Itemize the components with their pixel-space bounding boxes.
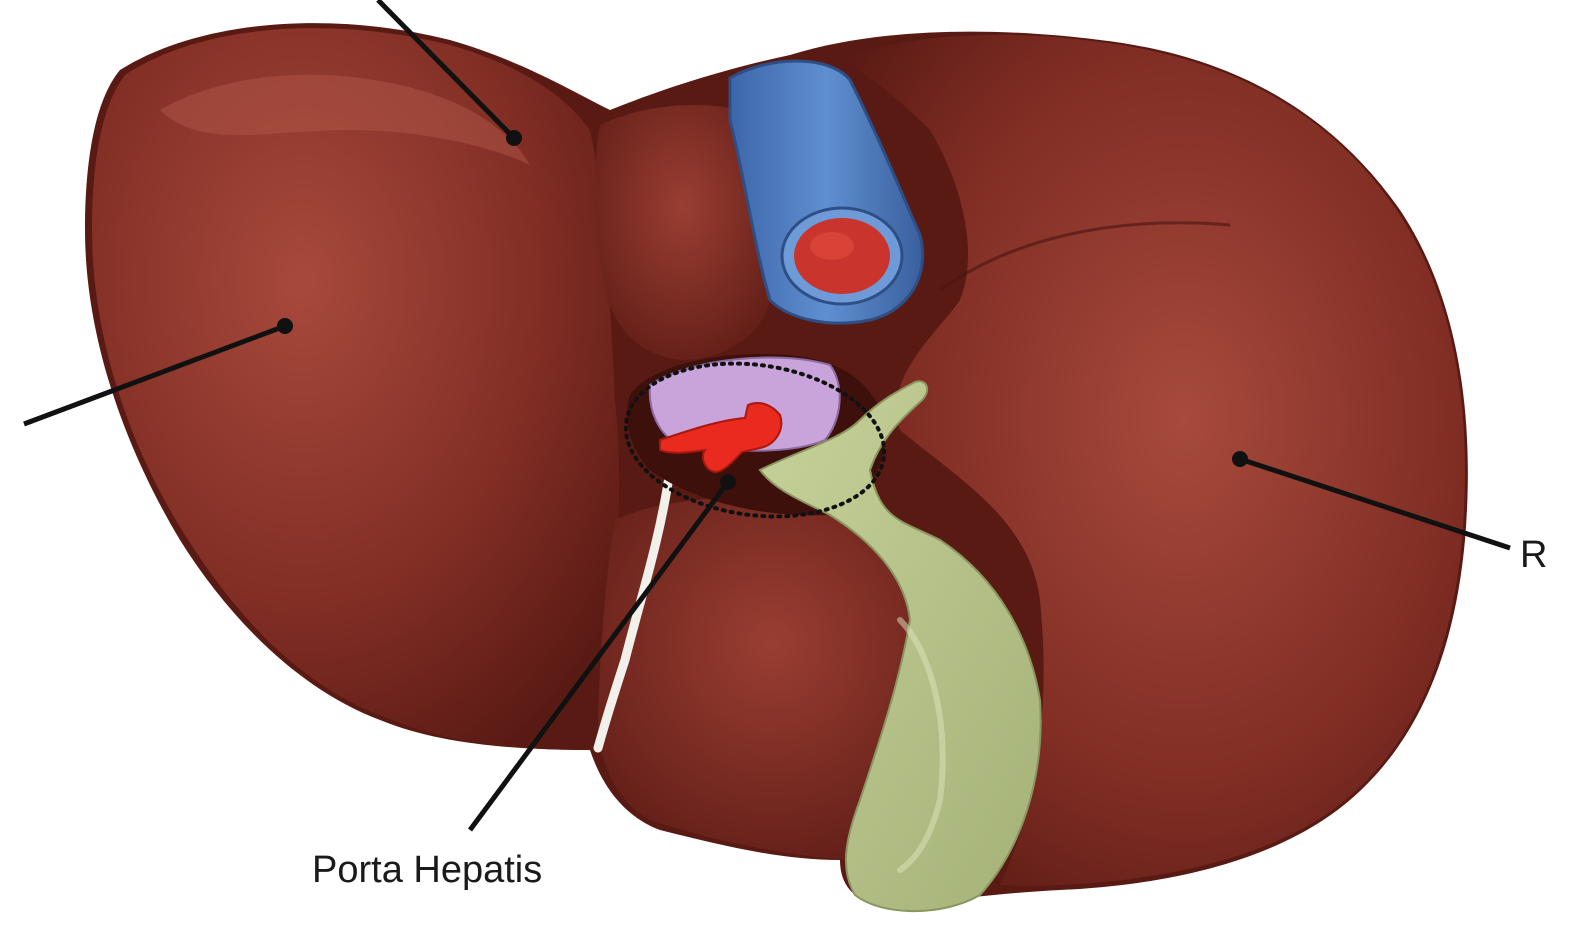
leader-dot-left <box>277 318 293 334</box>
leader-dot-top <box>506 130 522 146</box>
leader-dot-porta-hepatis <box>720 474 736 490</box>
leader-dot-right <box>1232 451 1248 467</box>
left-lobe <box>92 28 619 750</box>
label-right-truncated: R <box>1520 536 1547 574</box>
vena-cava-lumen-shine <box>810 232 854 260</box>
label-porta-hepatis: Porta Hepatis <box>312 851 542 889</box>
